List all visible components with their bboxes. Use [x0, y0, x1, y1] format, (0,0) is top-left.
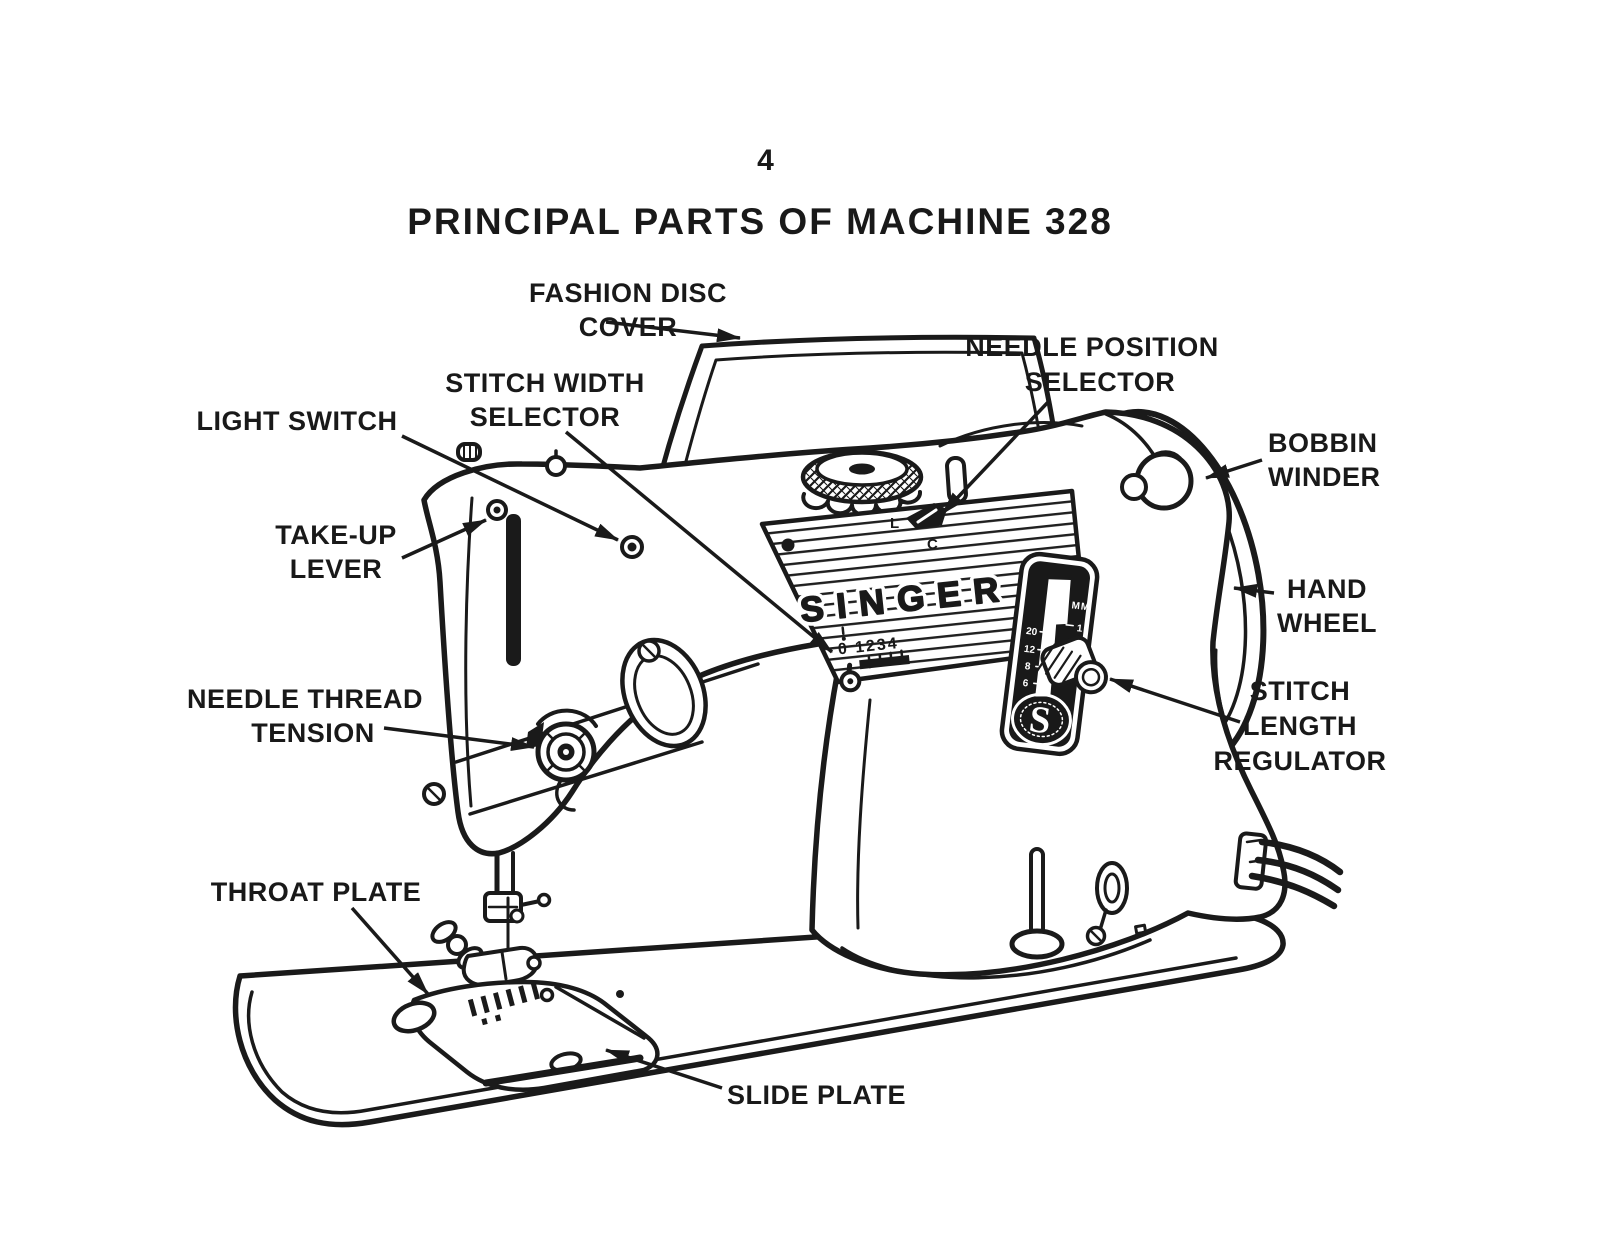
label-take-up-lever: TAKE-UP LEVER — [275, 520, 397, 584]
stitch-length-panel: MM 1 2 20 12 8 6 S — [999, 551, 1108, 757]
label-text: WHEEL — [1277, 608, 1377, 638]
label-text: STITCH — [1250, 676, 1351, 706]
label-text: LEVER — [290, 554, 383, 584]
label-hand-wheel: HAND WHEEL — [1277, 574, 1377, 638]
label-light-switch: LIGHT SWITCH — [197, 406, 398, 436]
label-text: REGULATOR — [1214, 746, 1387, 776]
body-accent-line — [454, 662, 760, 764]
page-number: 4 — [757, 144, 775, 177]
leader-needle-thread-tension — [383, 726, 535, 752]
label-text: SELECTOR — [470, 402, 621, 432]
power-cords — [1233, 831, 1344, 910]
label-needle-position-selector: NEEDLE POSITION SELECTOR — [965, 332, 1219, 397]
label-text: FASHION DISC — [529, 278, 727, 308]
label-needle-thread-tension: NEEDLE THREAD TENSION — [187, 684, 423, 748]
page-text: 4 PRINCIPAL PARTS OF MACHINE 328 FASHION… — [187, 144, 1387, 1110]
top-knob-small — [545, 449, 567, 477]
light-switch-part — [620, 535, 644, 559]
label-throat-plate: THROAT PLATE — [211, 877, 421, 907]
needle-pos-mark-c: C — [927, 536, 938, 553]
head-details — [422, 442, 708, 806]
pillar-right-contour — [1214, 648, 1256, 796]
label-text: SLIDE PLATE — [727, 1080, 906, 1110]
stitch-length-tick: 20 — [1025, 626, 1038, 638]
leader-stitch-length-regulator — [1109, 677, 1241, 724]
bed-screw-dot — [616, 990, 624, 998]
leader-stitch-width-selector — [564, 430, 834, 654]
needle-thread-tension-part — [526, 708, 598, 812]
needle-position-selector-part: L C — [890, 503, 947, 553]
take-up-slot — [506, 514, 521, 666]
bobbin-winder-part — [1120, 450, 1194, 511]
leader-fashion-disc-cover — [605, 320, 741, 343]
base-skirt — [840, 938, 1152, 980]
stitch-length-tick: 8 — [1024, 661, 1031, 673]
stitch-length-tick: 1 — [1076, 623, 1083, 635]
label-stitch-length-regulator: STITCH LENGTH REGULATOR — [1214, 676, 1387, 776]
top-knob — [456, 442, 482, 462]
label-text: BOBBIN — [1268, 428, 1378, 458]
leader-light-switch — [401, 434, 619, 542]
badge-letter: S — [1027, 698, 1053, 742]
pillar-contour — [856, 698, 872, 930]
label-slide-plate: SLIDE PLATE — [727, 1080, 906, 1110]
label-text: LENGTH — [1243, 711, 1357, 741]
label-stitch-width-selector: STITCH WIDTH SELECTOR — [445, 368, 644, 432]
label-text: LIGHT SWITCH — [197, 406, 398, 436]
stitch-width-scale: 0 1234 — [837, 635, 899, 658]
thread-guide-part — [1085, 861, 1148, 947]
singer-badge — [1011, 692, 1072, 747]
body-accent-line — [468, 740, 704, 816]
take-up-lever-part — [486, 499, 508, 521]
motor-hump-crease — [938, 421, 1084, 448]
stitch-length-unit: MM — [1071, 600, 1091, 613]
page-title: PRINCIPAL PARTS OF MACHINE 328 — [407, 201, 1113, 242]
leader-throat-plate — [350, 906, 430, 996]
label-fashion-disc-cover: FASHION DISC COVER — [529, 278, 727, 342]
side-thumb-screw — [422, 782, 446, 806]
stitch-width-selector-part: 0 1234 — [837, 626, 910, 693]
label-text: NEEDLE THREAD — [187, 684, 423, 714]
label-text: TENSION — [251, 718, 375, 748]
label-text: SELECTOR — [1025, 367, 1176, 397]
needle-hole — [539, 987, 555, 1003]
needle-assembly — [430, 850, 552, 988]
leader-hand-wheel — [1233, 583, 1275, 598]
needle-clamp-screw — [509, 908, 525, 924]
label-text: TAKE-UP — [275, 520, 397, 550]
label-text: THROAT PLATE — [211, 877, 421, 907]
label-text: WINDER — [1268, 462, 1381, 492]
label-text: COVER — [579, 312, 678, 342]
stitch-length-tick: 12 — [1023, 644, 1036, 656]
callout-leaders — [350, 320, 1275, 1090]
label-text: STITCH WIDTH — [445, 368, 644, 398]
label-text: NEEDLE POSITION — [965, 332, 1219, 362]
leader-slide-plate — [605, 1048, 723, 1090]
feed-dog-slots — [467, 982, 540, 1026]
label-bobbin-winder: BOBBIN WINDER — [1268, 428, 1381, 492]
leader-bobbin-winder — [1205, 458, 1263, 480]
stitch-length-knob — [1036, 635, 1108, 695]
leader-take-up-lever — [401, 518, 487, 560]
needle-pos-mark-l: L — [890, 515, 899, 532]
slide-plate-edge — [554, 985, 646, 1040]
stitch-length-tick: 6 — [1022, 678, 1029, 690]
label-text: HAND — [1287, 574, 1367, 604]
elbow-plate — [620, 637, 708, 749]
spool-pin-part — [1009, 847, 1065, 960]
machine-illustration: SINGER SINGER L C 0 1234 MM 1 — [232, 334, 1344, 1128]
leader-needle-position-selector — [940, 398, 1052, 516]
top-stud — [945, 455, 968, 504]
thumb-notch — [391, 1000, 437, 1034]
fashion-disc-part — [800, 449, 968, 517]
